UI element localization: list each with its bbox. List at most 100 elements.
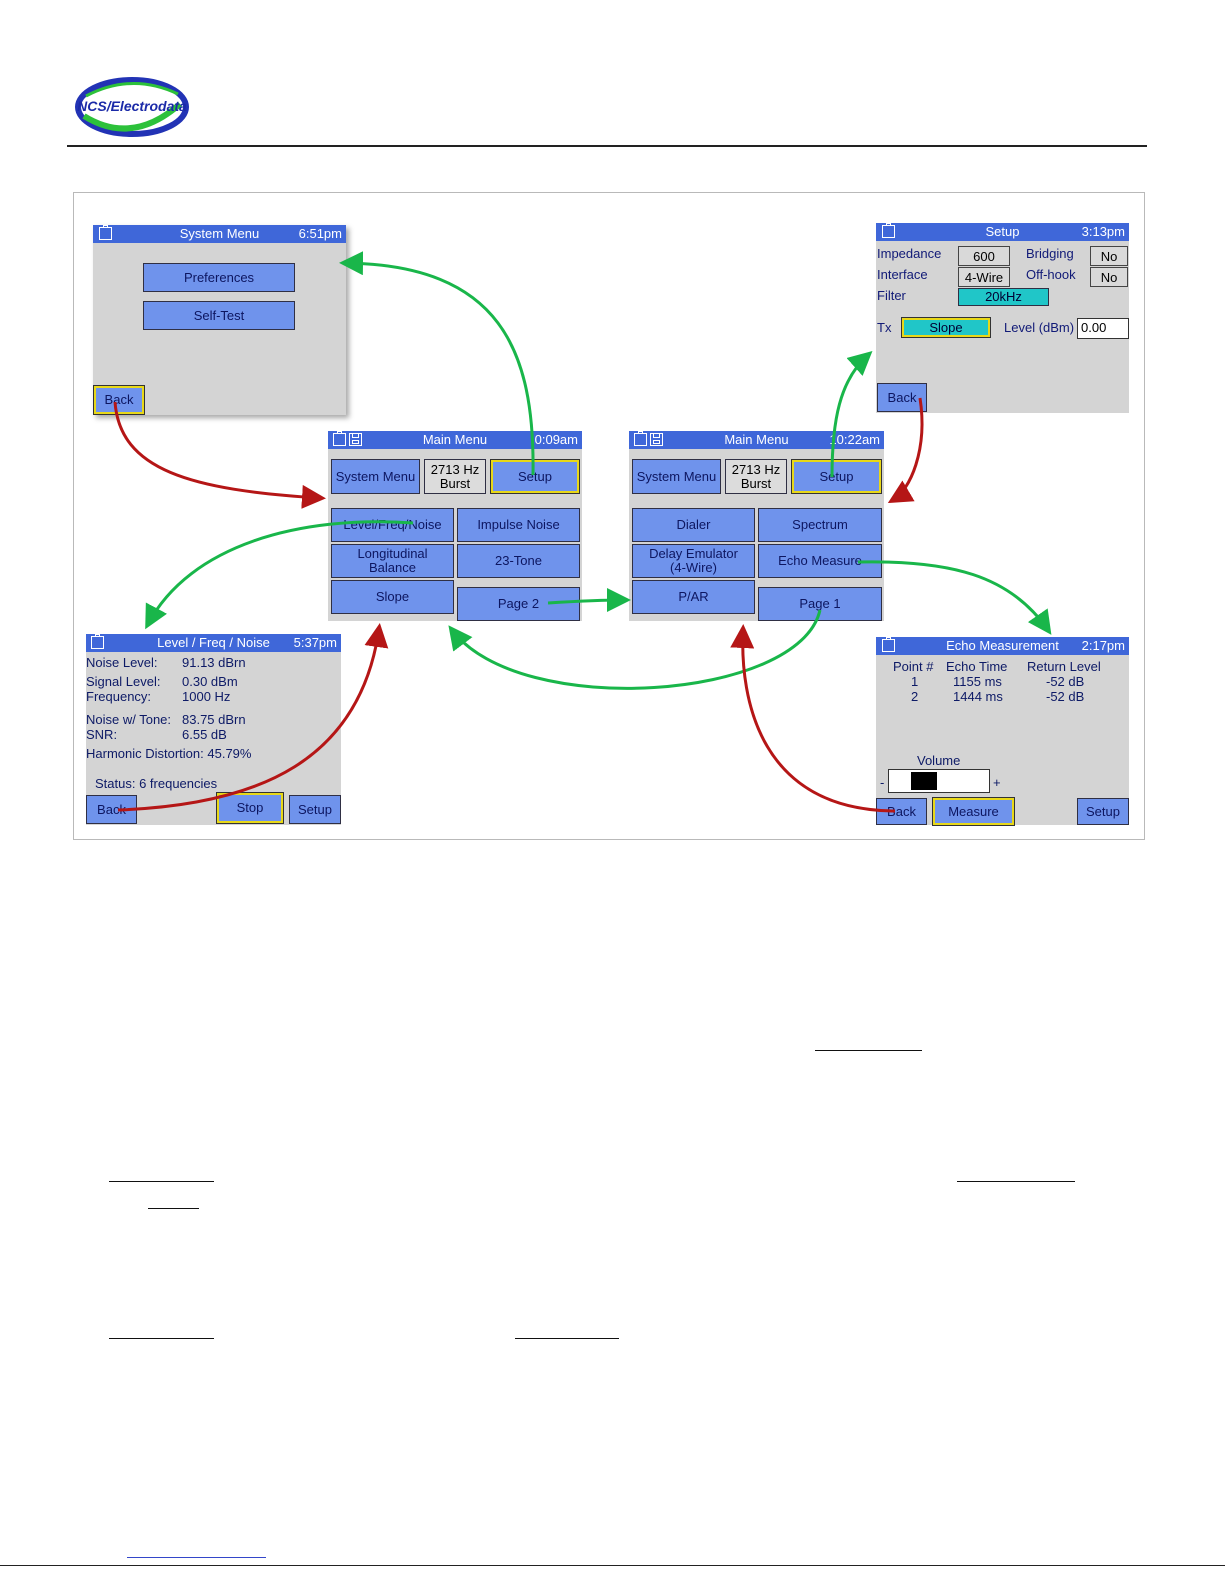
arrow-setup2-to-setup: [830, 351, 873, 478]
main-menu-titlebar: Main Menu 0:09am: [328, 431, 582, 449]
clock: 0:09am: [534, 432, 578, 447]
23-tone-button[interactable]: 23-Tone: [457, 544, 580, 578]
offhook-field[interactable]: No: [1090, 267, 1128, 287]
battery-icon: [91, 634, 104, 649]
column-header-echo-time: Echo Time: [946, 659, 1008, 674]
main-menu-screen-1: Main Menu 0:09am System Menu 2713 Hz Bur…: [328, 431, 582, 621]
impedance-label: Impedance: [877, 246, 942, 261]
volume-plus: +: [993, 775, 1001, 790]
level-freq-noise-button[interactable]: Level/Freq/Noise: [331, 508, 454, 542]
back-button[interactable]: Back: [877, 383, 927, 412]
setup-button[interactable]: Setup: [791, 459, 882, 494]
interface-label: Interface: [877, 267, 928, 282]
longitudinal-line-1: Longitudinal: [357, 546, 428, 561]
volume-thumb[interactable]: [911, 772, 937, 790]
footer-rule: [0, 1565, 1225, 1566]
underline-mark: [148, 1208, 199, 1209]
arrow-setup-back-to-main: [887, 397, 924, 504]
burst-line-1: 2713 Hz: [430, 461, 480, 477]
screen-title: Setup: [985, 224, 1020, 239]
par-button[interactable]: P/AR: [632, 580, 755, 614]
bridging-field[interactable]: No: [1090, 246, 1128, 266]
clock: 10:22am: [829, 432, 880, 447]
impedance-field[interactable]: 600: [958, 246, 1010, 266]
measure-button[interactable]: Measure: [932, 797, 1015, 826]
harmonic-distortion: Harmonic Distortion: 45.79%: [86, 746, 252, 761]
underline-mark: [957, 1181, 1075, 1182]
delay-emulator-button[interactable]: Delay Emulator (4-Wire): [632, 544, 755, 578]
burst-line-2: Burst: [740, 475, 772, 491]
volume-minus: -: [880, 775, 885, 790]
battery-icon: [882, 637, 895, 652]
battery-icon: [333, 431, 346, 446]
system-menu-button[interactable]: System Menu: [331, 459, 420, 494]
longitudinal-line-2: Balance: [369, 560, 416, 575]
arrow-page1-to-main: [448, 609, 822, 690]
arrow-page2-to-page: [547, 588, 631, 613]
self-test-button[interactable]: Self-Test: [143, 301, 295, 330]
tx-label: Tx: [877, 320, 892, 335]
table-cell: 1: [911, 674, 919, 689]
slope-button[interactable]: Slope: [331, 580, 454, 614]
bridging-label: Bridging: [1026, 246, 1074, 261]
table-cell: -52 dB: [1046, 689, 1085, 704]
burst-button[interactable]: 2713 Hz Burst: [424, 459, 486, 494]
battery-icon: [634, 431, 647, 446]
arrow-echo-measure-to-screen: [857, 560, 1052, 635]
longitudinal-balance-button[interactable]: Longitudinal Balance: [331, 544, 454, 578]
save-disk-icon: [349, 433, 362, 446]
impulse-noise-button[interactable]: Impulse Noise: [457, 508, 580, 542]
noise-level-value: 91.13 dBrn: [182, 655, 246, 670]
page-2-button[interactable]: Page 2: [457, 587, 580, 621]
signal-level-label: Signal Level:: [86, 674, 161, 689]
setup-button[interactable]: Setup: [1077, 798, 1129, 825]
spectrum-button[interactable]: Spectrum: [758, 508, 882, 542]
setup-button[interactable]: Setup: [490, 459, 580, 494]
clock: 6:51pm: [298, 226, 342, 241]
logo-text: NCS/Electrodata: [77, 98, 187, 114]
battery-icon: [99, 225, 112, 240]
level-freq-noise-screen: Level / Freq / Noise 5:37pm Noise Level:…: [86, 634, 341, 825]
frequency-value: 1000 Hz: [182, 689, 231, 704]
arrow-system-back-to-main: [113, 401, 326, 509]
setup-button[interactable]: Setup: [289, 795, 341, 824]
system-menu-screen: System Menu 6:51pm Preferences Self-Test…: [93, 225, 346, 415]
underline-mark: [515, 1338, 619, 1339]
table-cell: 2: [911, 689, 919, 704]
burst-button[interactable]: 2713 Hz Burst: [725, 459, 787, 494]
screen-title: Level / Freq / Noise: [157, 635, 270, 650]
burst-line-2: Burst: [439, 475, 471, 491]
filter-dropdown[interactable]: 20kHz: [958, 288, 1049, 306]
arrow-lfn-back-to-main: [117, 623, 389, 812]
snr-label: SNR:: [86, 727, 118, 742]
battery-icon: [882, 223, 895, 238]
clock: 2:17pm: [1081, 638, 1125, 653]
column-header-return-level: Return Level: [1027, 659, 1101, 674]
table-cell: 1444 ms: [953, 689, 1003, 704]
noise-tone-label: Noise w/ Tone:: [86, 712, 172, 727]
back-button[interactable]: Back: [93, 385, 145, 415]
level-label: Level (dBm): [1004, 320, 1075, 335]
level-freq-noise-titlebar: Level / Freq / Noise 5:37pm: [86, 634, 341, 652]
level-input[interactable]: 0.00: [1077, 318, 1129, 339]
volume-slider[interactable]: [888, 769, 990, 793]
stop-button[interactable]: Stop: [216, 792, 284, 824]
volume-label: Volume: [917, 753, 961, 768]
screen-title: System Menu: [179, 226, 260, 241]
dialer-button[interactable]: Dialer: [632, 508, 755, 542]
filter-label: Filter: [877, 288, 906, 303]
header-rule: [67, 145, 1147, 147]
underline-mark: [127, 1557, 266, 1558]
clock: 3:13pm: [1081, 224, 1125, 239]
save-disk-icon: [650, 433, 663, 446]
setup-screen: Setup 3:13pm Impedance 600 Bridging No I…: [876, 223, 1129, 413]
screen-title: Main Menu: [422, 432, 488, 447]
preferences-button[interactable]: Preferences: [143, 263, 295, 292]
interface-field[interactable]: 4-Wire: [958, 267, 1010, 287]
arrow-setup-to-system-menu: [339, 251, 535, 476]
tx-dropdown[interactable]: Slope: [901, 317, 991, 338]
echo-measure-button[interactable]: Echo Measure: [758, 544, 882, 578]
arrow-level-to-screen: [145, 520, 414, 630]
system-menu-button[interactable]: System Menu: [632, 459, 721, 494]
